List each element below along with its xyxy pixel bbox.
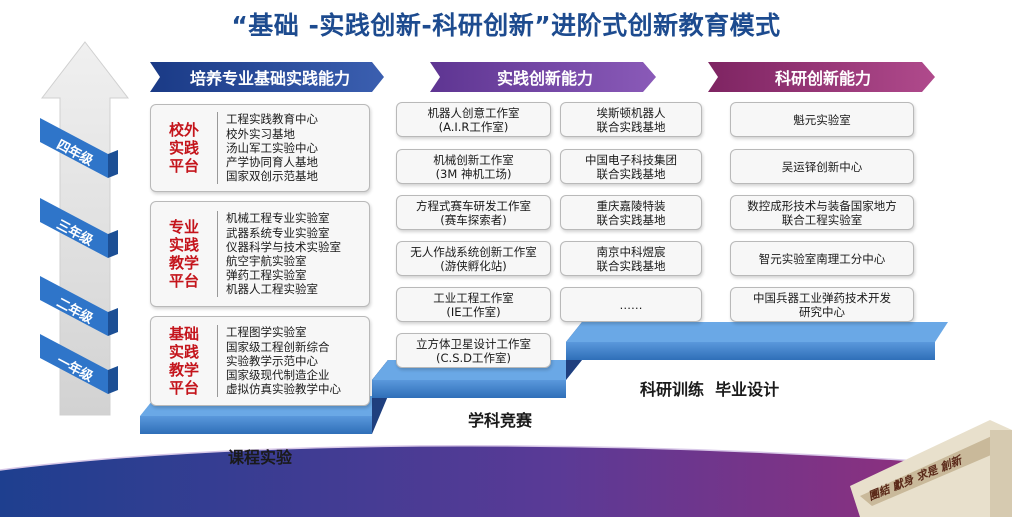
list-item: 国家双创示范基地 <box>226 169 318 184</box>
list-item: 国家级工程创新综合 <box>226 339 330 354</box>
list-item: 弹药工程实验室 <box>226 268 307 283</box>
box-line: (IE工作室) <box>446 304 501 319</box>
list-item: 校外实习基地 <box>226 126 295 141</box>
box-line: 联合实践基地 <box>596 166 666 181</box>
box-line: 数控成形技术与装备国家地方 <box>747 198 897 213</box>
practice-base-box: 南京中科煜宸联合实践基地 <box>560 241 702 276</box>
box-line: 联合实践基地 <box>596 212 666 227</box>
stage-label-research: 科研训练 毕业设计 <box>640 380 780 399</box>
box-line: 重庆嘉陵特装 <box>596 198 666 213</box>
list-item: 实验教学示范中心 <box>226 353 318 368</box>
research-box: 中国兵器工业弹药技术开发研究中心 <box>730 287 914 322</box>
box-line: 联合工程实验室 <box>781 212 863 227</box>
practice-box: 方程式赛车研发工作室(赛车探索者) <box>396 195 551 230</box>
box-line: 中国兵器工业弹药技术开发 <box>753 290 891 305</box>
platform-title: 校外实践平台 <box>168 121 199 175</box>
practice-box: 无人作战系统创新工作室(游侠孵化站) <box>396 241 551 276</box>
box-line: 工业工程工作室 <box>433 290 514 305</box>
box-line: 立方体卫星设计工作室 <box>416 336 531 351</box>
box-line: 智元实验室南理工分中心 <box>758 251 886 266</box>
list-item: 工程图学实验室 <box>226 325 307 340</box>
header-basic: 培养专业基础实践能力 <box>189 69 350 88</box>
practice-base-box: 埃斯顿机器人联合实践基地 <box>560 102 702 137</box>
box-line: 吴运铎创新中心 <box>781 159 863 174</box>
list-item: 仪器科学与技术实验室 <box>226 239 341 254</box>
box-line: (游侠孵化站) <box>440 258 507 273</box>
box-line: 联合实践基地 <box>596 258 666 273</box>
header-chevron-1 <box>150 62 384 92</box>
practice-base-box: 中国电子科技集团联合实践基地 <box>560 149 702 184</box>
box-line: 机器人创意工作室 <box>427 105 520 120</box>
platform-title: 专业实践教学平台 <box>168 218 199 290</box>
box-line: (C.S.D工作室) <box>436 350 511 365</box>
bottom-band <box>0 445 1012 517</box>
list-item: 武器系统专业实验室 <box>226 225 330 240</box>
box-line: 南京中科煜宸 <box>596 244 666 259</box>
stage-label-course: 课程实验 <box>228 448 293 467</box>
research-box: 数控成形技术与装备国家地方联合工程实验室 <box>730 195 914 230</box>
practice-base-box: …… <box>560 287 702 322</box>
box-line: 埃斯顿机器人 <box>596 105 666 120</box>
header-practice: 实践创新能力 <box>496 69 593 88</box>
platform-card-professional: 专业实践教学平台 机械工程专业实验室 武器系统专业实验室 仪器科学与技术实验室 … <box>150 201 370 307</box>
box-line: 中国电子科技集团 <box>585 152 677 167</box>
research-box: 智元实验室南理工分中心 <box>730 241 914 276</box>
page-title: “基础 -实践创新-科研创新”进阶式创新教育模式 <box>231 11 781 40</box>
list-item: 国家级现代制造企业 <box>226 368 330 383</box>
box-line: 方程式赛车研发工作室 <box>416 198 531 213</box>
header-chevron-3 <box>708 62 935 92</box>
practice-base-box: 重庆嘉陵特装联合实践基地 <box>560 195 702 230</box>
list-item: 航空宇航实验室 <box>226 254 307 268</box>
practice-box: 工业工程工作室(IE工作室) <box>396 287 551 322</box>
box-line: 研究中心 <box>799 304 845 319</box>
box-line: (3M 神机工场) <box>435 166 512 181</box>
header-research: 科研创新能力 <box>774 69 871 88</box>
header-chevron-2 <box>430 62 656 92</box>
box-line: 无人作战系统创新工作室 <box>410 244 537 259</box>
platform-items: 工程图学实验室 国家级工程创新综合 实验教学示范中心 国家级现代制造企业 虚拟仿… <box>217 325 341 397</box>
box-line: (A.I.R工作室) <box>438 119 509 134</box>
list-item: 机器人工程实验室 <box>226 282 318 297</box>
practice-box: 机械创新工作室(3M 神机工场) <box>396 149 551 184</box>
research-box: 魁元实验室 <box>730 102 914 137</box>
list-item: 产学协同育人基地 <box>226 155 318 170</box>
platform-title: 基础实践教学平台 <box>168 325 199 397</box>
platform-card-offcampus: 校外实践平台 工程实践教育中心 校外实习基地 汤山军工实验中心 产学协同育人基地… <box>150 104 370 192</box>
platform-items: 工程实践教育中心 校外实习基地 汤山军工实验中心 产学协同育人基地 国家双创示范… <box>217 112 318 184</box>
box-line: 联合实践基地 <box>596 119 666 134</box>
list-item: 机械工程专业实验室 <box>226 211 330 226</box>
research-box: 吴运铎创新中心 <box>730 149 914 184</box>
stage-label-competition: 学科竞赛 <box>468 411 533 430</box>
list-item: 工程实践教育中心 <box>226 112 318 127</box>
box-line: 机械创新工作室 <box>433 152 514 167</box>
campus-gate-image <box>850 420 1012 517</box>
practice-box: 机器人创意工作室(A.I.R工作室) <box>396 102 551 137</box>
list-item: 虚拟仿真实验教学中心 <box>226 382 341 397</box>
box-line: 魁元实验室 <box>793 112 851 127</box>
list-item: 汤山军工实验中心 <box>226 140 318 155</box>
box-line: (赛车探索者) <box>440 212 507 227</box>
practice-box: 立方体卫星设计工作室(C.S.D工作室) <box>396 333 551 368</box>
platform-items: 机械工程专业实验室 武器系统专业实验室 仪器科学与技术实验室 航空宇航实验室 弹… <box>217 211 341 297</box>
box-line: …… <box>619 297 643 312</box>
platform-card-basic: 基础实践教学平台 工程图学实验室 国家级工程创新综合 实验教学示范中心 国家级现… <box>150 316 370 406</box>
grade-ribbons <box>40 118 118 394</box>
